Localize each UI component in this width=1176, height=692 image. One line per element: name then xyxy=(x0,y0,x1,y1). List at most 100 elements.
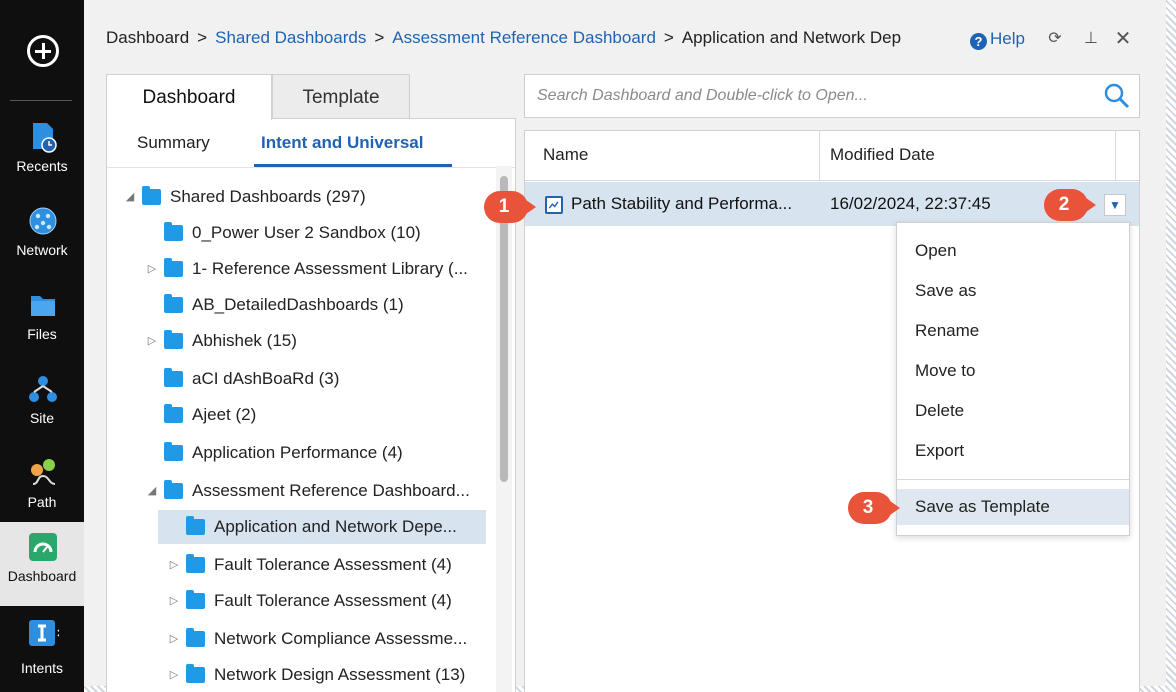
nav-rail: Recents Network Files Site xyxy=(0,0,84,692)
menu-item-move-to[interactable]: Move to xyxy=(915,361,976,380)
row-name: Path Stability and Performa... xyxy=(571,194,793,213)
expand-icon[interactable]: ▷ xyxy=(169,669,179,681)
dashboard-file-icon xyxy=(545,196,563,214)
rail-divider xyxy=(10,100,72,101)
pin-icon[interactable]: ⊥ xyxy=(1084,30,1098,47)
expand-icon[interactable]: ▷ xyxy=(169,559,179,571)
tree-item-selected[interactable]: Application and Network Depe... xyxy=(158,510,486,544)
menu-item-save-as[interactable]: Save as xyxy=(915,281,977,300)
column-divider xyxy=(819,131,820,181)
tree-item-label: Network Compliance Assessme... xyxy=(214,629,468,648)
folder-icon xyxy=(186,664,205,683)
folder-icon xyxy=(186,516,205,535)
rail-label-network: Network xyxy=(16,242,68,258)
tree-item[interactable]: ▷ Network Compliance Assessme... xyxy=(106,622,496,656)
column-divider xyxy=(1115,131,1116,181)
tree-item-label: Network Design Assessment (13) xyxy=(214,665,466,684)
folder-icon xyxy=(142,186,161,205)
tree-item[interactable]: ▷ Network Design Assessment (13) xyxy=(106,658,496,692)
rail-item-network[interactable]: Network xyxy=(0,196,84,280)
menu-item-rename[interactable]: Rename xyxy=(915,321,980,340)
intents-icon xyxy=(29,620,59,646)
folder-icon xyxy=(186,590,205,609)
menu-item-export[interactable]: Export xyxy=(915,441,965,460)
tab-dashboard[interactable]: Dashboard xyxy=(106,74,272,120)
site-icon xyxy=(29,376,57,402)
tree-item-label: Application and Network Depe... xyxy=(214,517,457,536)
breadcrumb: Dashboard > Shared Dashboards > Assessment R… xyxy=(106,28,964,50)
collapse-icon[interactable]: ◢ xyxy=(125,191,135,203)
rail-label-files: Files xyxy=(27,326,57,342)
close-icon[interactable]: ✕ xyxy=(1114,28,1132,50)
rail-label-dashboard: Dashboard xyxy=(7,568,77,584)
rail-label-site: Site xyxy=(29,410,55,426)
table-row[interactable]: Path Stability and Performa... 16/02/202… xyxy=(525,182,1139,226)
tree-item[interactable]: 0_Power User 2 Sandbox (10) xyxy=(106,216,496,250)
tree-item[interactable]: ▷ Abhishek (15) xyxy=(106,324,496,358)
rail-item-dashboard[interactable]: Dashboard xyxy=(0,522,84,606)
breadcrumb-separator: > xyxy=(197,28,208,47)
refresh-icon[interactable]: ⟳ xyxy=(1048,30,1062,47)
menu-item-open[interactable]: Open xyxy=(915,241,957,260)
help-icon: ? xyxy=(970,33,987,50)
search-input[interactable] xyxy=(535,83,1095,109)
dashboard-icon xyxy=(29,533,57,561)
help-link[interactable]: ?Help xyxy=(970,29,1025,50)
tree-item-label: Ajeet (2) xyxy=(192,405,257,424)
tab-template[interactable]: Template xyxy=(272,74,410,119)
expand-icon[interactable]: ▷ xyxy=(169,595,179,607)
callout-2: 2 xyxy=(1044,189,1096,221)
rail-item-site[interactable]: Site xyxy=(0,364,84,448)
tree-item[interactable]: Application Performance (4) xyxy=(106,436,496,470)
column-modified-date[interactable]: Modified Date xyxy=(830,145,935,164)
rail-item-intents[interactable]: Intents xyxy=(0,608,84,692)
tree-scrollbar-thumb[interactable] xyxy=(500,176,508,482)
folder-icon xyxy=(164,258,183,277)
folder-icon xyxy=(186,628,205,647)
tree-item[interactable]: aCI dAshBoaRd (3) xyxy=(106,362,496,396)
subtab-summary[interactable]: Summary xyxy=(137,133,210,152)
menu-item-delete[interactable]: Delete xyxy=(915,401,965,420)
rail-label-intents: Intents xyxy=(20,660,64,676)
folder-icon xyxy=(164,330,183,349)
search-icon[interactable] xyxy=(1104,83,1130,109)
tree-item[interactable]: AB_DetailedDashboards (1) xyxy=(106,288,496,322)
breadcrumb-assessment-reference[interactable]: Assessment Reference Dashboard xyxy=(392,28,656,47)
folder-icon xyxy=(164,442,183,461)
tree-item[interactable]: ▷Fault Tolerance Assessment (4) xyxy=(106,584,496,618)
breadcrumb-dashboard[interactable]: Dashboard xyxy=(106,28,190,47)
menu-item-save-as-template[interactable]: Save as Template xyxy=(897,489,1129,525)
folder-icon xyxy=(164,222,183,241)
subtab-active-indicator xyxy=(254,164,452,167)
row-modified-date: 16/02/2024, 22:37:45 xyxy=(830,194,991,213)
network-icon xyxy=(29,207,57,235)
tree-item[interactable]: Ajeet (2) xyxy=(106,398,496,432)
breadcrumb-separator: > xyxy=(374,28,385,47)
callout-3: 3 xyxy=(848,492,900,524)
breadcrumb-shared-dashboards[interactable]: Shared Dashboards xyxy=(215,28,367,47)
expand-icon[interactable]: ▷ xyxy=(147,335,157,347)
chevron-down-icon: ▼ xyxy=(1109,198,1121,212)
tree-item-label: 0_Power User 2 Sandbox (10) xyxy=(192,223,421,242)
expand-icon[interactable]: ▷ xyxy=(169,633,179,645)
tree-item[interactable]: ◢Shared Dashboards (297) xyxy=(106,180,496,214)
rail-item-path[interactable]: Path xyxy=(0,448,84,532)
rail-item-recents[interactable]: Recents xyxy=(0,112,84,196)
tree-item[interactable]: ▷1- Reference Assessment Library (... xyxy=(106,252,496,286)
expand-icon[interactable]: ▷ xyxy=(147,263,157,275)
rail-label-recents: Recents xyxy=(16,158,68,174)
column-name[interactable]: Name xyxy=(543,145,589,164)
collapse-icon[interactable]: ◢ xyxy=(147,485,157,497)
folder-icon xyxy=(164,368,183,387)
subtab-intent-universal[interactable]: Intent and Universal xyxy=(261,133,424,152)
rail-item-files[interactable]: Files xyxy=(0,280,84,364)
rail-label-path: Path xyxy=(27,494,57,510)
tree-item[interactable]: ◢Assessment Reference Dashboard... xyxy=(106,474,496,508)
add-icon[interactable] xyxy=(27,35,59,67)
row-menu-button[interactable]: ▼ xyxy=(1104,194,1126,216)
recents-icon xyxy=(33,123,57,153)
breadcrumb-current: Application and Network Dep xyxy=(681,28,902,47)
tree-item-label: Abhishek (15) xyxy=(192,331,297,350)
tree-item[interactable]: ▷Fault Tolerance Assessment (4) xyxy=(106,548,496,582)
callout-1: 1 xyxy=(484,191,536,223)
